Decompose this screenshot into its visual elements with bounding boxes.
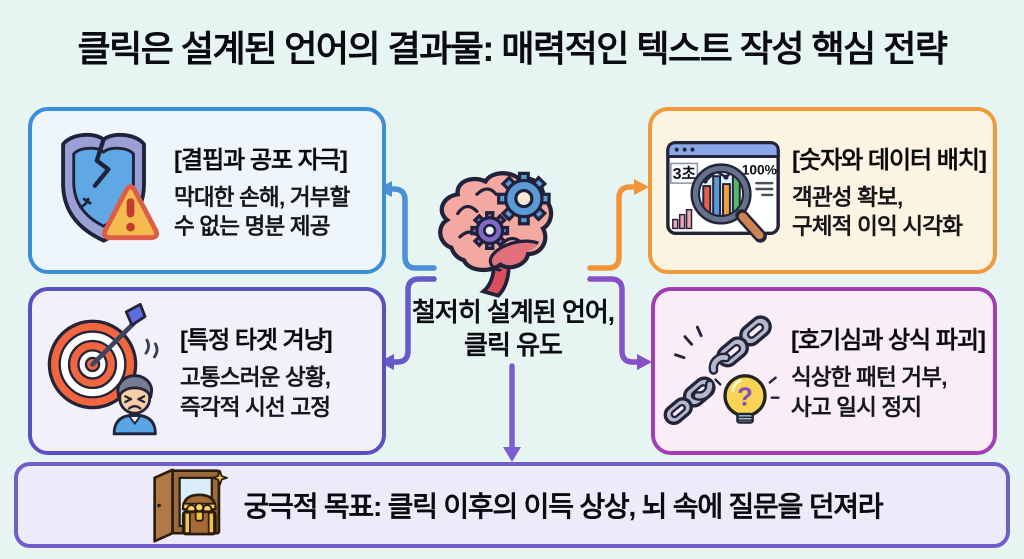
bulb-question-mark: ? bbox=[737, 383, 753, 411]
card-body-line1: 막대한 손해, 거부할 bbox=[174, 184, 350, 210]
card-body: 막대한 손해, 거부할 수 없는 명분 제공 bbox=[174, 183, 374, 242]
arrow-to-numbers bbox=[587, 184, 637, 271]
card-body: 고통스러운 상황, 즉각적 시선 고정 bbox=[180, 363, 374, 422]
card-body-line1: 고통스러운 상황, bbox=[180, 365, 331, 391]
break-sparks bbox=[673, 325, 703, 360]
chain-links bbox=[663, 315, 772, 425]
stress-marks bbox=[144, 338, 159, 359]
brain-stem bbox=[479, 260, 511, 298]
arrow-to-fear bbox=[389, 186, 437, 271]
card-body-line2: 수 없는 명분 제공 bbox=[174, 214, 330, 239]
goal-text: 궁극적 목표: 클릭 이후의 이득 상상, 뇌 속에 질문을 던져라 bbox=[243, 491, 884, 522]
open-door-treasure-icon bbox=[152, 467, 228, 543]
center-caption-line2: 클릭 유도 bbox=[464, 330, 563, 361]
chart-magnifier-icon: 3초 100% bbox=[666, 140, 780, 243]
card-body: 객관성 확보, 구체적 이익 시각화 bbox=[792, 183, 985, 242]
lightbulb: ? bbox=[714, 374, 780, 424]
arrowhead-goal bbox=[503, 447, 521, 462]
card-heading: [호기심과 상식 파괴] bbox=[791, 327, 986, 355]
page-title: 클릭은 설계된 언어의 결과물: 매력적인 텍스트 작성 핵심 전략 bbox=[77, 28, 948, 69]
card-body-line1: 객관성 확보, bbox=[792, 184, 903, 210]
card-body-line2: 구체적 이익 시각화 bbox=[792, 214, 963, 239]
magnifier bbox=[690, 162, 767, 243]
brain-gears-icon bbox=[438, 171, 554, 298]
center-caption-line1: 철저히 설계된 언어, bbox=[411, 297, 615, 327]
label-seconds: 3초 bbox=[673, 165, 696, 183]
card-heading: [특정 타겟 겨냥] bbox=[180, 327, 333, 355]
card-heading: [결핍과 공포 자극] bbox=[174, 146, 348, 174]
label-percent: 100% bbox=[742, 162, 777, 177]
person bbox=[112, 374, 157, 436]
card-heading: [숫자와 데이터 배치] bbox=[792, 146, 987, 174]
shield-crack bbox=[92, 136, 111, 188]
card-ultimate-goal: 궁극적 목표: 클릭 이후의 이득 상상, 뇌 속에 질문을 던져라 bbox=[14, 462, 1010, 548]
broken-chain-bulb-icon: ? bbox=[663, 315, 780, 425]
target-arrow-person-icon bbox=[47, 303, 159, 436]
card-curiosity-break: ? [호기심과 상식 파괴] 식상한 패턴 거부, 사고 일시 정지 bbox=[651, 287, 997, 455]
card-target-aim: [특정 타겟 겨냥] 고통스러운 상황, 즉각적 시선 고정 bbox=[28, 287, 386, 455]
treasure-chest bbox=[181, 492, 217, 535]
card-fear-stimulus: [결핍과 공포 자극] 막대한 손해, 거부할 수 없는 명분 제공 bbox=[28, 107, 386, 274]
dart-arrow bbox=[90, 303, 147, 367]
mini-bars bbox=[672, 208, 693, 229]
warning-triangle bbox=[101, 183, 160, 240]
broken-shield-warning-icon bbox=[61, 132, 160, 243]
gear-blue bbox=[497, 171, 551, 226]
center-caption: 철저히 설계된 언어, 클릭 유도 bbox=[370, 296, 656, 363]
card-body: 식상한 패턴 거부, 사고 일시 정지 bbox=[791, 363, 985, 422]
card-body-line2: 즉각적 시선 고정 bbox=[180, 394, 331, 420]
card-numbers-data: 3초 100% bbox=[648, 107, 997, 274]
card-body-line2: 사고 일시 정지 bbox=[791, 394, 922, 420]
card-body-line1: 식상한 패턴 거부, bbox=[791, 365, 947, 391]
gear-purple bbox=[470, 211, 510, 250]
browser-titlebar bbox=[666, 140, 780, 158]
sparkle bbox=[211, 469, 228, 486]
arrowhead-numbers bbox=[634, 179, 649, 195]
door-panel bbox=[152, 467, 174, 543]
